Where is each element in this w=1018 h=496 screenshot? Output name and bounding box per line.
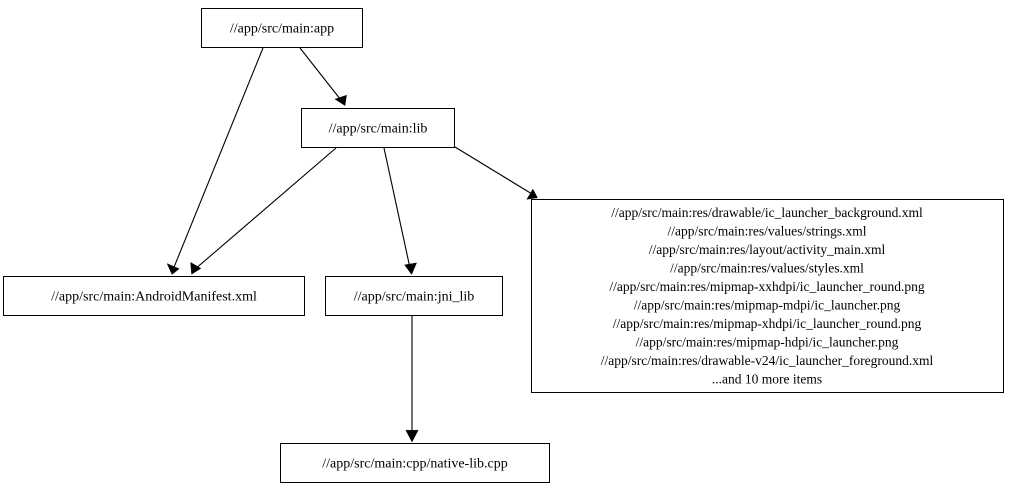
- arrowhead-icon: [404, 262, 417, 275]
- node-label: //app/src/main:app: [230, 22, 334, 37]
- node-label-line: //app/src/main:res/mipmap-hdpi/ic_launch…: [636, 335, 899, 350]
- node-label: //app/src/main:AndroidManifest.xml: [51, 290, 257, 305]
- edge-app-to-lib: [299, 47, 347, 106]
- edge-line: [383, 147, 411, 268]
- node-box[interactable]: [301, 108, 455, 148]
- node-app[interactable]: //app/src/main:app: [201, 8, 363, 48]
- node-label: //app/src/main:cpp/native-lib.cpp: [322, 457, 507, 472]
- node-label-line: //app/src/main:res/mipmap-xhdpi/ic_launc…: [613, 316, 922, 331]
- node-label-line: ...and 10 more items: [712, 372, 822, 387]
- node-layer: //app/src/main:app //app/src/main:lib //…: [3, 8, 1004, 483]
- edge-app-to-manifest: [166, 47, 264, 275]
- node-box[interactable]: [531, 199, 1004, 393]
- node-label-line: //app/src/main:res/layout/activity_main.…: [649, 242, 886, 257]
- node-label-line: //app/src/main:res/mipmap-mdpi/ic_launch…: [634, 298, 901, 313]
- edge-jni-lib-to-native-lib: [405, 316, 419, 443]
- edge-layer: [166, 47, 538, 443]
- arrowhead-icon: [526, 188, 538, 200]
- node-label-line: //app/src/main:res/values/styles.xml: [670, 261, 864, 276]
- node-box[interactable]: [325, 276, 503, 316]
- node-box[interactable]: [3, 276, 305, 316]
- node-lib[interactable]: //app/src/main:lib: [301, 108, 455, 148]
- edge-line: [454, 146, 532, 195]
- node-label-line: //app/src/main:res/drawable-v24/ic_launc…: [601, 353, 934, 368]
- node-android-manifest[interactable]: //app/src/main:AndroidManifest.xml: [3, 276, 305, 316]
- arrowhead-icon: [190, 262, 202, 275]
- edge-line: [194, 147, 337, 270]
- node-label-line: //app/src/main:res/values/strings.xml: [667, 224, 866, 239]
- arrowhead-icon: [166, 263, 180, 275]
- edge-lib-to-manifest: [190, 147, 337, 275]
- node-resources-group[interactable]: //app/src/main:res/drawable/ic_launcher_…: [531, 199, 1004, 393]
- node-label-line: //app/src/main:res/mipmap-xxhdpi/ic_laun…: [609, 279, 925, 294]
- edge-line: [173, 47, 264, 269]
- edge-lib-to-resources: [454, 146, 538, 200]
- edge-lib-to-jni-lib: [383, 147, 417, 275]
- edge-line: [299, 47, 342, 100]
- node-label-line: //app/src/main:res/drawable/ic_launcher_…: [611, 205, 923, 220]
- node-jni-lib[interactable]: //app/src/main:jni_lib: [325, 276, 503, 316]
- arrowhead-icon: [334, 94, 347, 106]
- node-box[interactable]: [201, 8, 363, 48]
- node-label: //app/src/main:lib: [329, 122, 428, 137]
- node-label: //app/src/main:jni_lib: [354, 290, 475, 305]
- arrowhead-icon: [405, 430, 419, 443]
- node-box[interactable]: [280, 443, 550, 483]
- node-native-lib-cpp[interactable]: //app/src/main:cpp/native-lib.cpp: [280, 443, 550, 483]
